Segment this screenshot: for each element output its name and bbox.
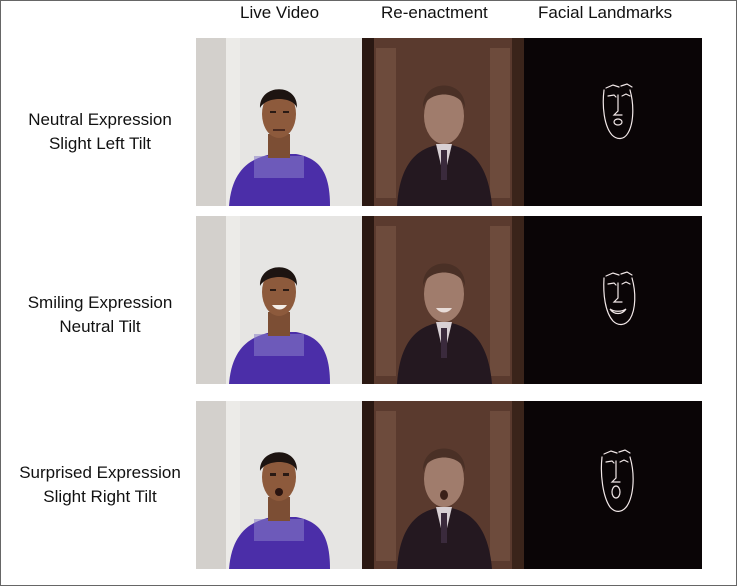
row-1-tilt: Slight Left Tilt [48,134,152,153]
live-video-frame-3 [196,401,364,569]
row-label-3: Surprised Expression Slight Right Tilt [8,461,192,509]
facial-landmarks-frame-3 [524,401,702,569]
row-3-tilt: Slight Right Tilt [43,487,157,506]
reenactment-frame-1 [362,38,524,206]
reenactment-frame-2 [362,216,524,384]
facial-landmarks-frame-2 [524,216,702,384]
facial-landmarks-frame-1 [524,38,702,206]
row-label-2: Smiling Expression Neutral Tilt [8,291,192,339]
header-facial-landmarks: Facial Landmarks [538,3,673,22]
row-label-1: Neutral Expression Slight Left Tilt [8,108,192,156]
live-video-frame-2 [196,216,364,384]
row-2-expression: Smiling Expression [27,293,173,312]
live-video-frame-1 [196,38,364,206]
row-2-tilt: Neutral Tilt [59,317,141,336]
row-1-expression: Neutral Expression [28,110,172,129]
row-3-expression: Surprised Expression [19,463,181,482]
reenactment-frame-3 [362,401,524,569]
header-live-video: Live Video [240,3,320,22]
header-reenactment: Re-enactment [381,3,488,22]
